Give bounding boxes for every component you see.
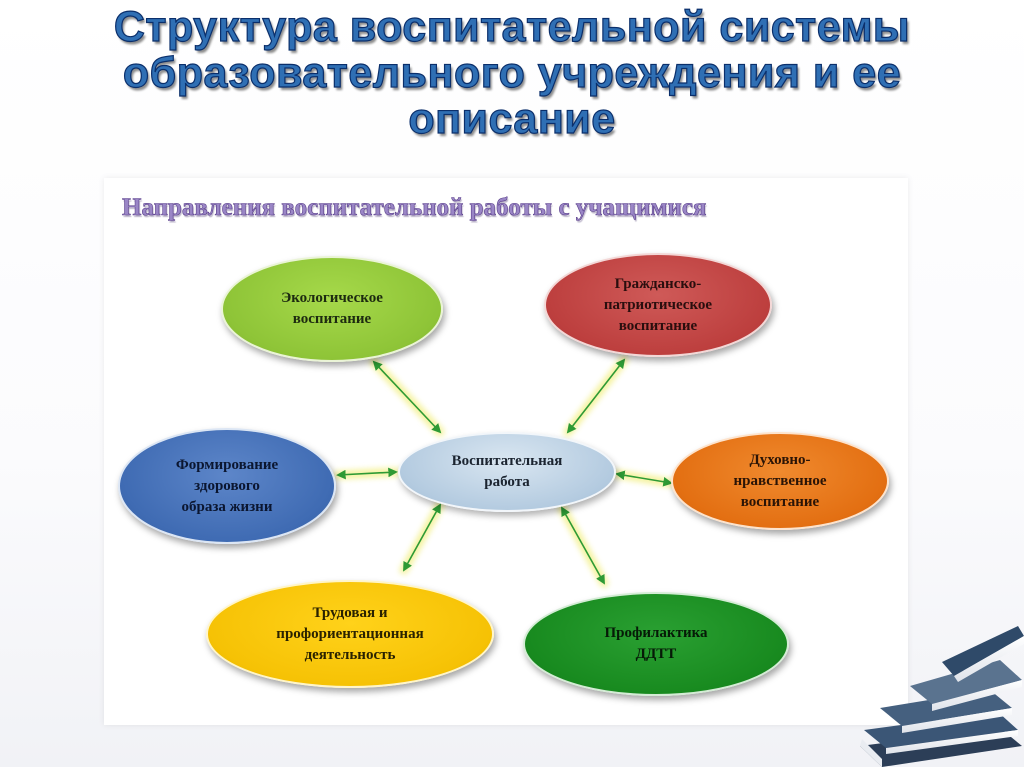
node-labor-career-activity-label: Трудовая и профориентационная деятельнос… xyxy=(276,604,424,663)
node-spiritual-moral-education: Духовно- нравственное воспитание xyxy=(671,432,889,530)
slide-title: Структура воспитательной системы образов… xyxy=(113,3,911,143)
stack-of-books-icon xyxy=(860,626,1024,767)
node-healthy-lifestyle: Формирование здорового образа жизни xyxy=(118,428,336,544)
node-healthy-lifestyle-label: Формирование здорового образа жизни xyxy=(175,456,279,515)
node-civic-patriotic-education: Гражданско- патриотическое воспитание xyxy=(544,253,772,357)
node-civic-patriotic-education-label: Гражданско- патриотическое воспитание xyxy=(603,275,713,334)
node-road-accident-prevention-label: Профилактика ДДТТ xyxy=(604,625,708,662)
node-road-accident-prevention: Профилактика ДДТТ xyxy=(523,592,789,696)
node-ecological-education: Экологическое воспитание xyxy=(221,256,443,362)
node-spiritual-moral-education-label: Духовно- нравственное воспитание xyxy=(733,451,827,510)
node-ecological-education-label: Экологическое воспитание xyxy=(281,290,383,327)
node-center-label: Воспитательная работа xyxy=(451,453,563,490)
diagram-heading: Направления воспитательной работы с учащ… xyxy=(122,194,707,222)
node-labor-career-activity: Трудовая и профориентационная деятельнос… xyxy=(206,580,494,688)
node-center-educational-work: Воспитательная работа xyxy=(398,432,616,512)
